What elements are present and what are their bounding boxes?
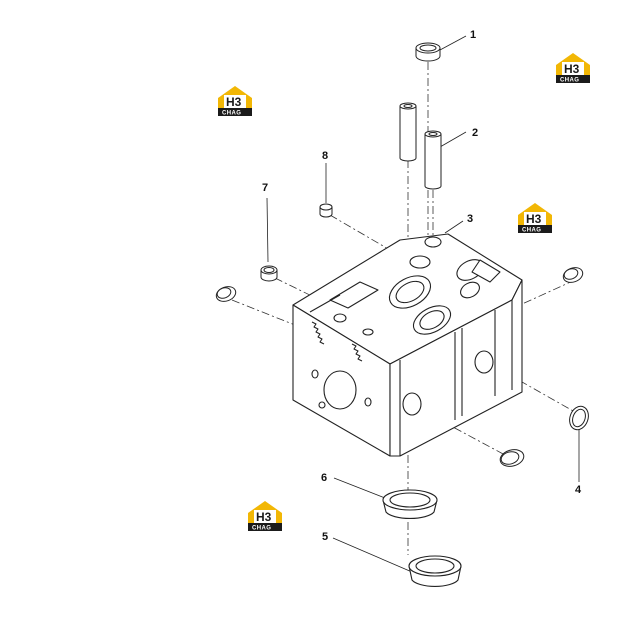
callout-4: 4: [575, 484, 582, 496]
part-1-seal-ring: [415, 42, 441, 62]
callout-leader-lines: [266, 35, 580, 573]
part-8-plug: [319, 203, 333, 218]
logo-house-icon: H3 CHAG: [518, 203, 552, 234]
part-5-seat-ring: [408, 555, 462, 587]
callout-8: 8: [322, 150, 328, 162]
callout-2: 2: [472, 127, 478, 139]
head-serration-left: [311, 321, 325, 345]
callout-6: 6: [321, 472, 327, 484]
part-6-seat-ring: [382, 489, 438, 520]
watermark-logo: H3 CHAG: [554, 51, 592, 85]
watermark-logo: H3 CHAG: [246, 499, 284, 533]
svg-text:CHAG: CHAG: [522, 228, 541, 234]
svg-text:CHAG: CHAG: [222, 111, 241, 117]
callout-1: 1: [470, 29, 476, 41]
callout-numbers: 1 2 3 4 5 6 7 8: [262, 29, 582, 543]
svg-text:H3: H3: [226, 95, 242, 109]
side-cap-bottom: [499, 449, 525, 467]
watermark-logo: H3 CHAG: [516, 201, 554, 235]
watermark-logo: H3 CHAG: [216, 84, 254, 118]
side-cap-left: [215, 286, 237, 302]
logo-house-icon: H3 CHAG: [248, 501, 282, 532]
svg-text:H3: H3: [564, 62, 580, 76]
part-3-cylinder-head: [292, 233, 523, 457]
callout-7: 7: [262, 182, 268, 194]
svg-text:CHAG: CHAG: [252, 526, 271, 532]
part-7-cap: [260, 265, 278, 282]
logo-house-icon: H3 CHAG: [556, 53, 590, 84]
part-2-valve-guides: [399, 102, 442, 190]
callout-3: 3: [467, 213, 473, 225]
logo-house-icon: H3 CHAG: [218, 86, 252, 117]
side-cap-right: [562, 267, 584, 283]
head-serration-right: [351, 343, 363, 362]
svg-text:H3: H3: [256, 510, 272, 524]
callout-5: 5: [322, 531, 328, 543]
svg-text:CHAG: CHAG: [560, 78, 579, 84]
svg-text:H3: H3: [526, 212, 542, 226]
part-4-seal-ring: [569, 405, 589, 431]
